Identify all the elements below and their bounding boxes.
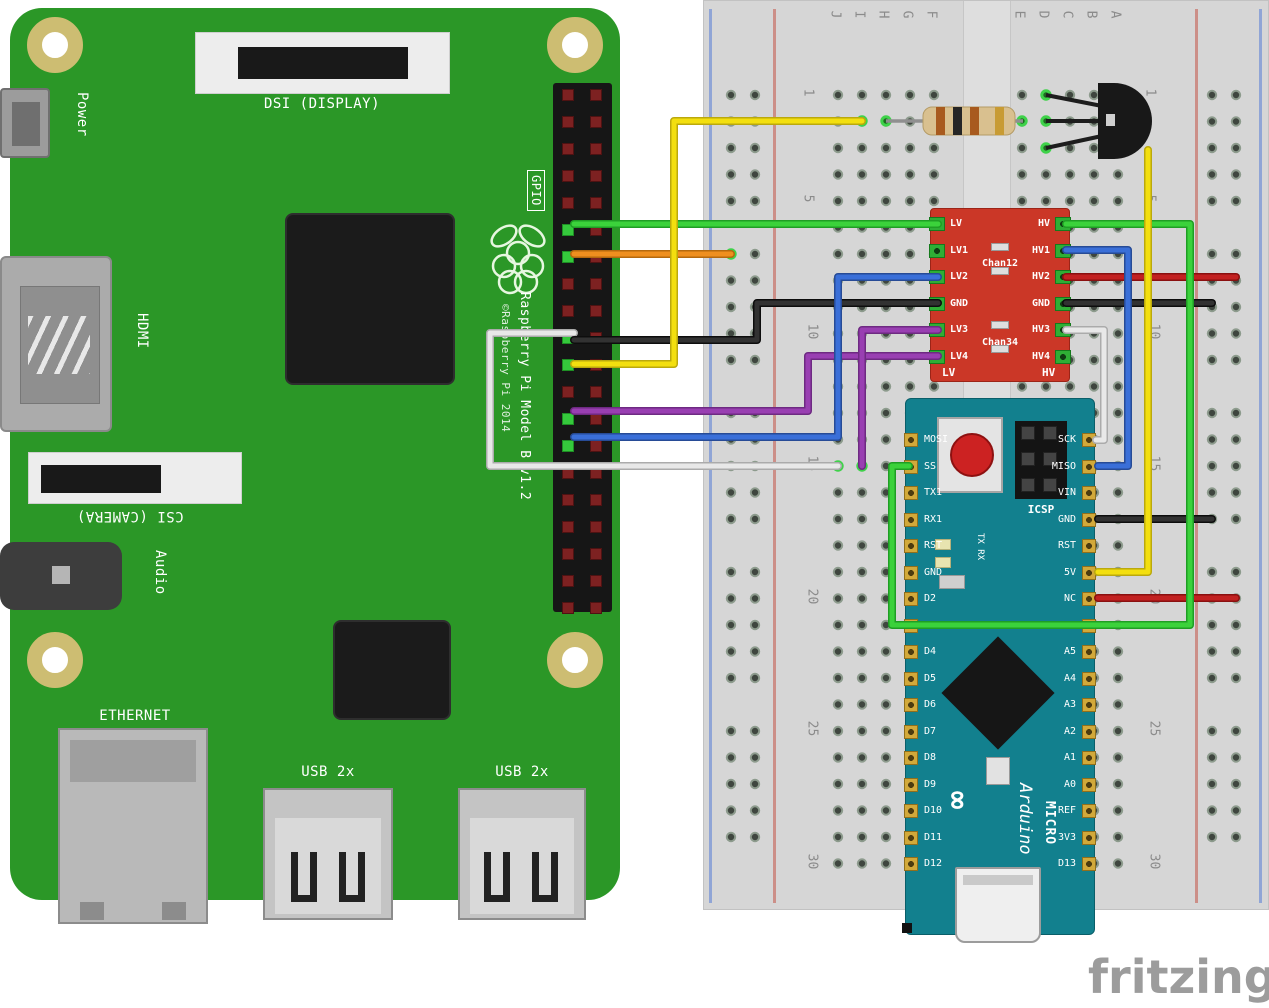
- arduino-title: Arduino: [1015, 783, 1035, 855]
- rail-stripe-red-left: [773, 9, 776, 903]
- rail-stripe-blue-left: [709, 9, 712, 903]
- tx-led: [935, 539, 951, 550]
- arduino-infinity-logo: ∞: [940, 791, 975, 810]
- ethernet-opening: [70, 740, 196, 782]
- usb-slot: [291, 852, 317, 902]
- mounting-hole: [547, 632, 603, 688]
- soc-chip: [285, 213, 455, 385]
- gpio-label: GPIO: [527, 170, 545, 211]
- icsp-pin: [1043, 478, 1057, 492]
- board-name-label: Raspberry Pi Model B v1.2: [517, 292, 532, 501]
- icsp-header[interactable]: [1015, 421, 1067, 499]
- mounting-hole: [27, 17, 83, 73]
- rail-stripe-red-right: [1195, 9, 1198, 903]
- icsp-pin: [1043, 452, 1057, 466]
- dsi-connector[interactable]: [195, 32, 450, 94]
- csi-connector[interactable]: [28, 452, 242, 504]
- usb-port-2[interactable]: [458, 788, 586, 920]
- fritzing-watermark: fritzing: [1088, 950, 1269, 1004]
- hdmi-pins: [28, 316, 90, 374]
- arduino-subtitle: MICRO: [1042, 801, 1057, 846]
- power-micro-usb-port[interactable]: [0, 88, 50, 158]
- gpio-header[interactable]: [553, 83, 612, 612]
- mounting-hole: [27, 632, 83, 688]
- usb-port-1[interactable]: [263, 788, 393, 920]
- oscillator: [939, 575, 965, 589]
- hdmi-port[interactable]: [0, 256, 112, 432]
- audio-label: Audio: [152, 550, 168, 595]
- usb-slot: [484, 852, 510, 902]
- ethernet-label: ETHERNET: [99, 708, 171, 724]
- ethernet-led: [80, 902, 104, 920]
- ethernet-led: [162, 902, 186, 920]
- mounting-hole: [547, 17, 603, 73]
- raspberry-pi-logo: [490, 224, 546, 295]
- icsp-pin: [1021, 478, 1035, 492]
- rx-led: [935, 557, 951, 568]
- power-port-opening: [12, 102, 40, 146]
- board-dot: [902, 923, 912, 933]
- icsp-pin: [1021, 452, 1035, 466]
- icsp-label: ICSP: [1027, 503, 1055, 516]
- rail-stripe-blue-right: [1259, 9, 1262, 903]
- usb-controller-chip: [333, 620, 451, 720]
- mcu-chip: [941, 636, 1055, 750]
- usb-slot: [532, 852, 558, 902]
- usb-slot: [339, 852, 365, 902]
- copyright-label: ©Raspberry Pi 2014: [499, 304, 512, 433]
- usb2-label: USB 2x: [495, 764, 549, 780]
- board-component: [986, 757, 1010, 785]
- dsi-label: DSI (DISPLAY): [263, 96, 381, 112]
- reset-button[interactable]: [950, 433, 994, 477]
- txrx-label: TX RX: [975, 533, 985, 561]
- audio-jack[interactable]: [0, 542, 122, 610]
- smd-component: [991, 345, 1009, 353]
- icsp-pin: [1021, 426, 1035, 440]
- csi-label: CSI (CAMERA): [76, 508, 184, 524]
- ethernet-port[interactable]: [58, 728, 208, 924]
- dsi-ribbon-slot: [238, 47, 408, 79]
- smd-component: [991, 321, 1009, 329]
- csi-ribbon-slot: [41, 465, 161, 493]
- logic-level-converter[interactable]: [930, 208, 1070, 382]
- hdmi-label: HDMI: [134, 313, 150, 349]
- arduino-micro-board[interactable]: ICSP TX RX ∞ Arduino MICRO: [902, 398, 1095, 943]
- smd-component: [991, 267, 1009, 275]
- usb-port-detail: [963, 875, 1033, 885]
- usb1-label: USB 2x: [301, 764, 355, 780]
- power-label: Power: [74, 92, 90, 137]
- icsp-pin: [1043, 426, 1057, 440]
- smd-component: [991, 243, 1009, 251]
- arduino-micro-usb-port[interactable]: [955, 867, 1041, 943]
- audio-jack-detail: [52, 566, 70, 584]
- reset-button-base: [937, 417, 1003, 493]
- raspberry-pi-board[interactable]: Power DSI (DISPLAY) HDMI CSI (CAMERA) Au…: [0, 8, 620, 924]
